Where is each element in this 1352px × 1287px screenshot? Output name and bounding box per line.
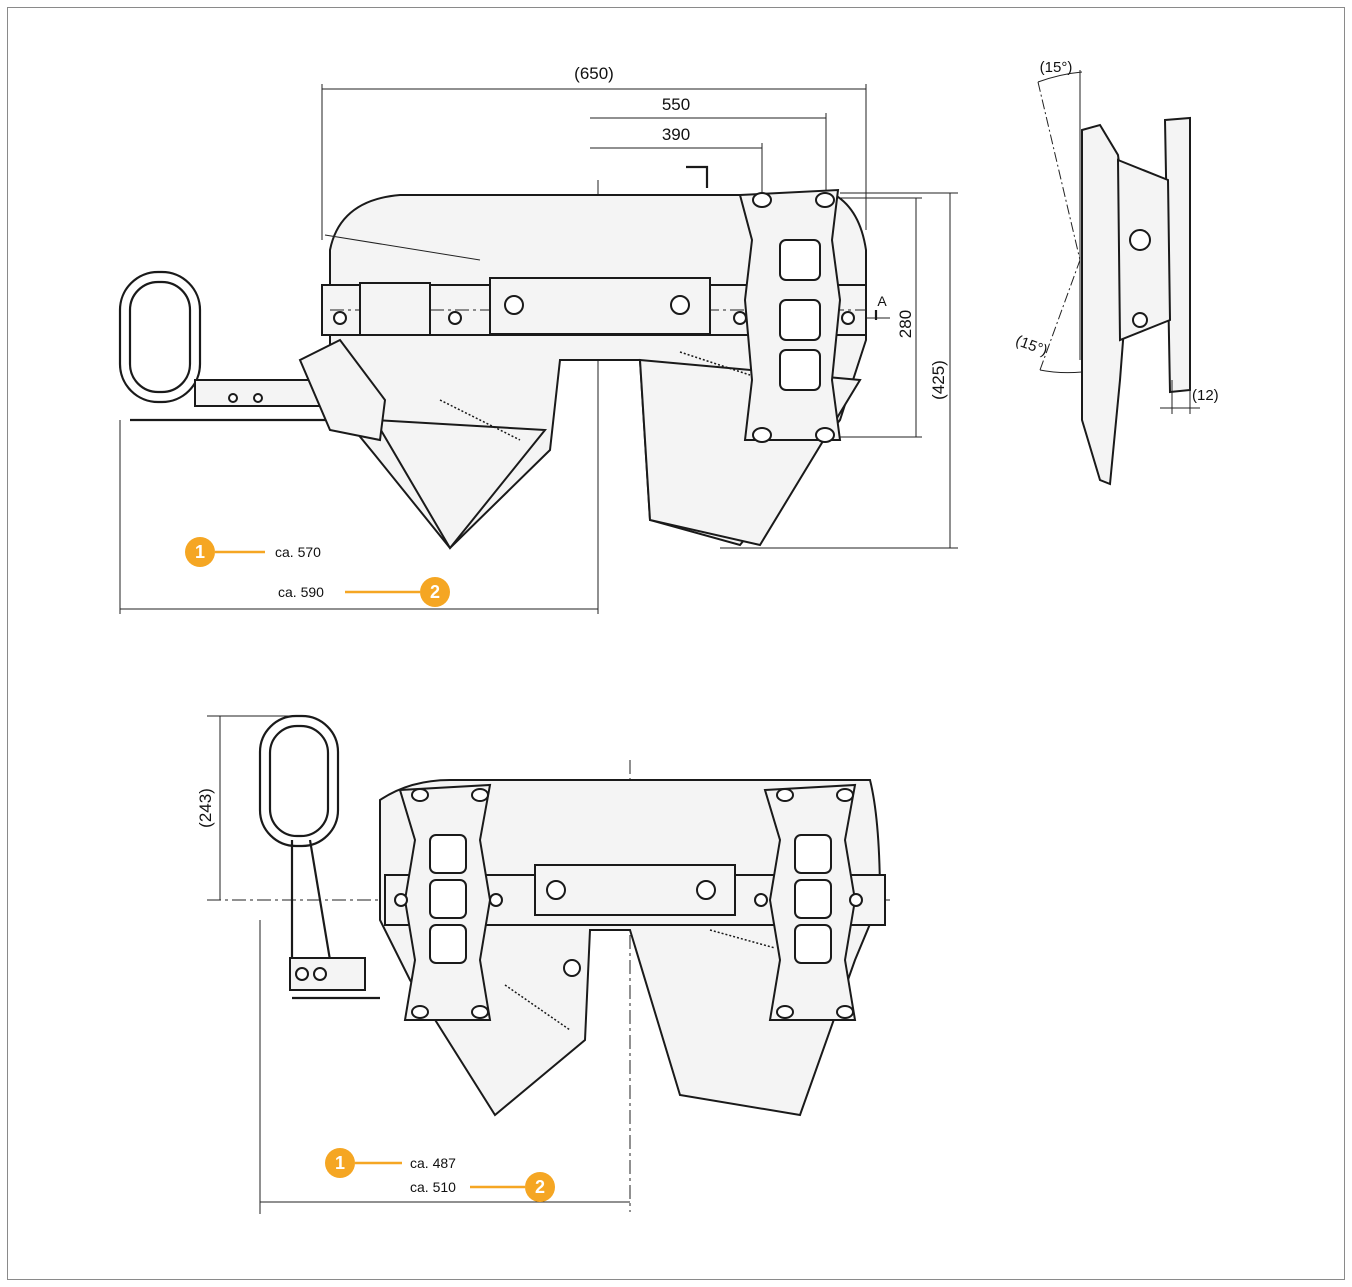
top-callout-1: 1 ca. 570 (185, 537, 321, 567)
fifth-wheel-bottom (258, 714, 886, 1117)
bottom-callout-1-text: ca. 487 (410, 1155, 456, 1171)
angle-bottom: (15°) (1013, 332, 1050, 359)
bottom-view: (243) (196, 714, 890, 1214)
bottom-callout-2-number: 2 (535, 1177, 545, 1197)
dim-12: (12) (1192, 387, 1219, 404)
dim-550: 550 (662, 95, 690, 114)
top-callout-2-text: ca. 590 (278, 584, 324, 600)
top-callout-1-text: ca. 570 (275, 544, 321, 560)
top-dimension-lines (119, 84, 958, 614)
dim-650: (650) (574, 64, 614, 83)
dim-280: 280 (896, 310, 915, 338)
fifth-wheel-top (118, 188, 867, 550)
section-mark-a: A (877, 293, 887, 309)
dim-425: (425) (929, 360, 948, 400)
top-callout-2-number: 2 (430, 582, 440, 602)
top-callout-2: 2 ca. 590 (278, 577, 450, 607)
angle-top: (15°) (1040, 59, 1073, 76)
top-view: (650) 550 390 280 (425) A (118, 64, 958, 614)
top-callout-1-number: 1 (195, 542, 205, 562)
side-view: (15°) (15°) (12) (1013, 59, 1219, 486)
dim-390: 390 (662, 125, 690, 144)
bottom-callout-2-text: ca. 510 (410, 1179, 456, 1195)
bottom-callout-1-number: 1 (335, 1153, 345, 1173)
bottom-callout-2: 2 ca. 510 (410, 1172, 555, 1202)
dim-243: (243) (196, 788, 215, 828)
bottom-callout-1: 1 ca. 487 (325, 1148, 456, 1178)
